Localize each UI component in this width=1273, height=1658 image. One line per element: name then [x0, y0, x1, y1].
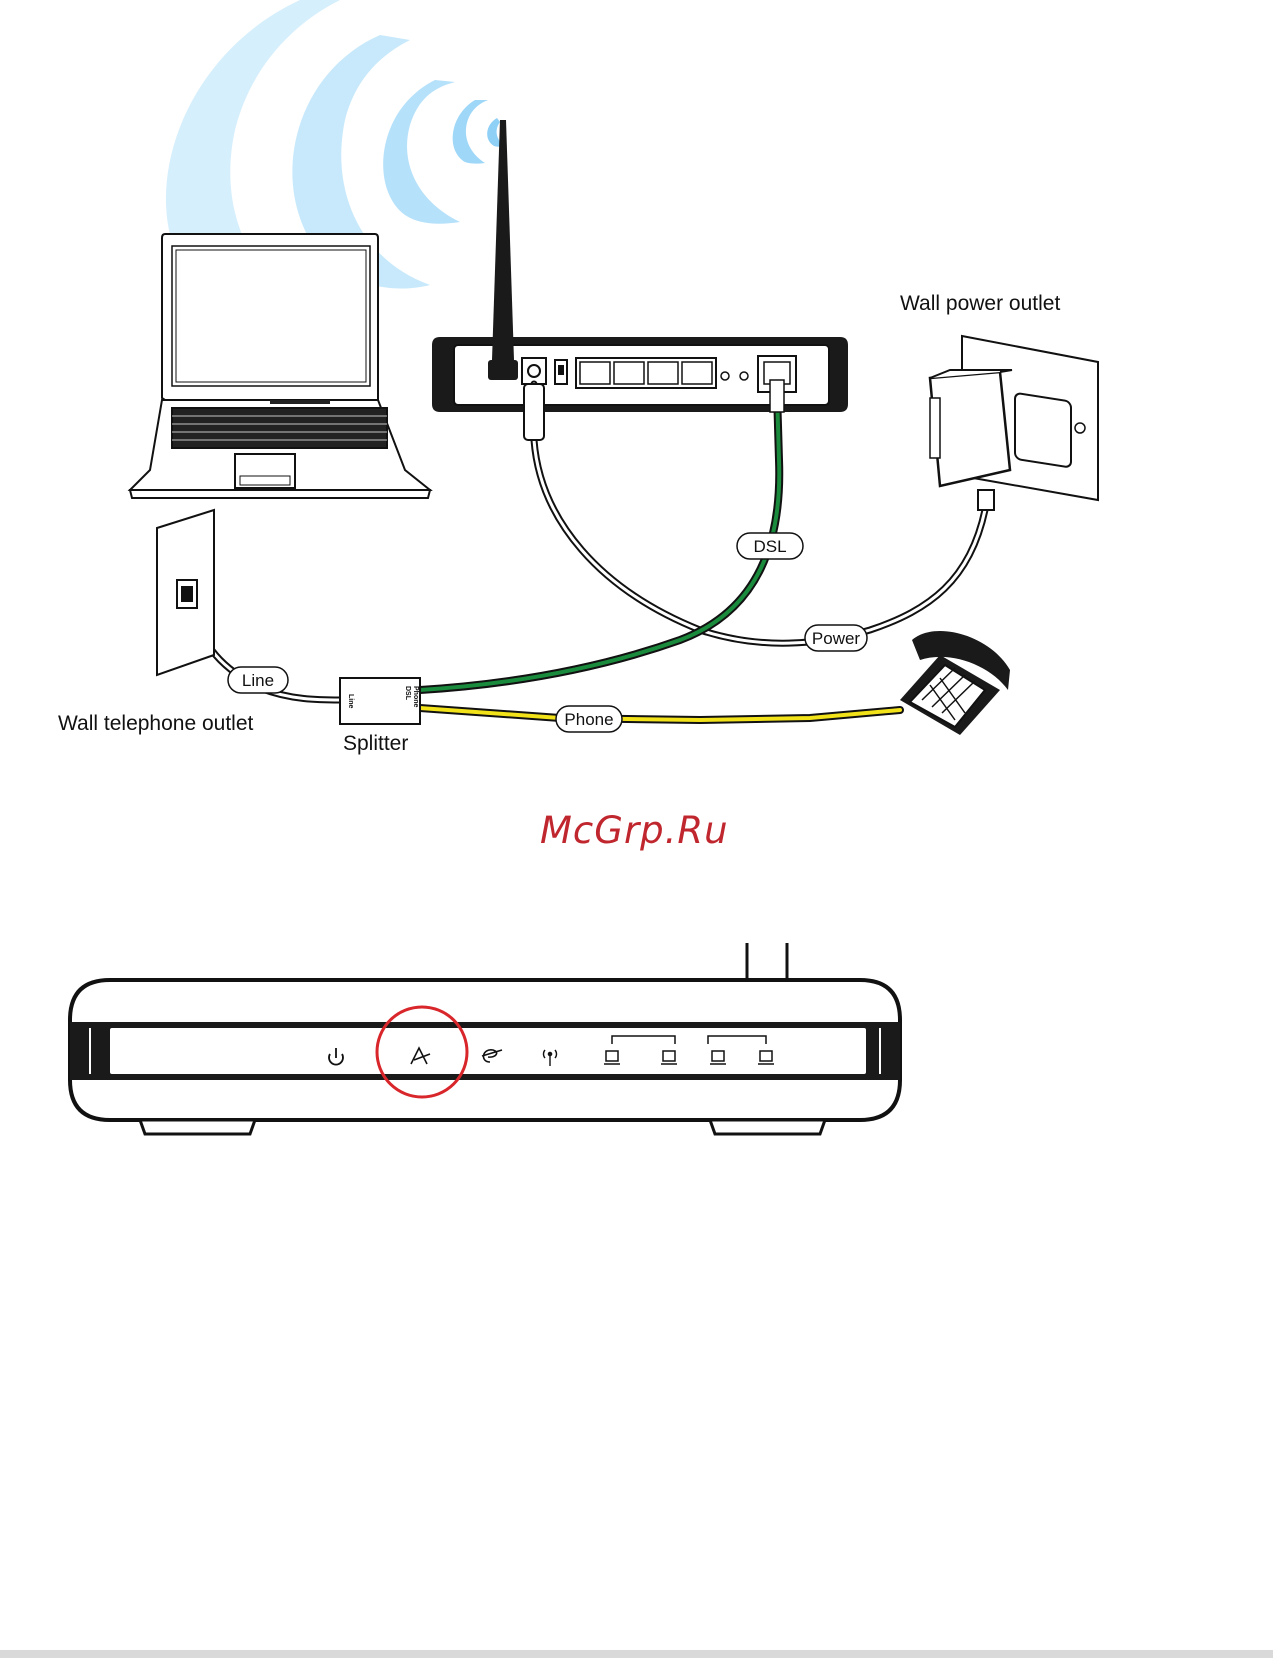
splitter-port-dsl-label: DSL: [404, 686, 411, 701]
wall-telephone-outlet-caption: Wall telephone outlet: [58, 712, 254, 735]
splitter-port-line-label: Line: [347, 694, 354, 708]
router-rear: [432, 120, 848, 412]
splitter: Line DSL Phone: [340, 678, 420, 724]
power-label-text: Power: [812, 629, 861, 648]
line-label-text: Line: [242, 671, 274, 690]
watermark-text: McGrp.Ru: [540, 809, 729, 852]
page-bottom-bar: [0, 1650, 1273, 1658]
dsl-label-text: DSL: [753, 537, 786, 556]
wall-telephone-outlet: [157, 510, 214, 675]
phone-label-text: Phone: [564, 710, 613, 729]
wall-power-outlet: [930, 336, 1098, 510]
dsl-cable-label: DSL: [737, 533, 803, 559]
power-cable-label: Power: [805, 625, 867, 651]
line-cable-label: Line: [228, 667, 288, 693]
router-front-panel: [70, 943, 900, 1134]
telephone: [900, 631, 1010, 735]
splitter-caption: Splitter: [343, 732, 408, 755]
wall-power-outlet-caption: Wall power outlet: [900, 292, 1060, 315]
splitter-port-phone-label: Phone: [412, 686, 419, 707]
phone-cable-label: Phone: [556, 706, 622, 732]
